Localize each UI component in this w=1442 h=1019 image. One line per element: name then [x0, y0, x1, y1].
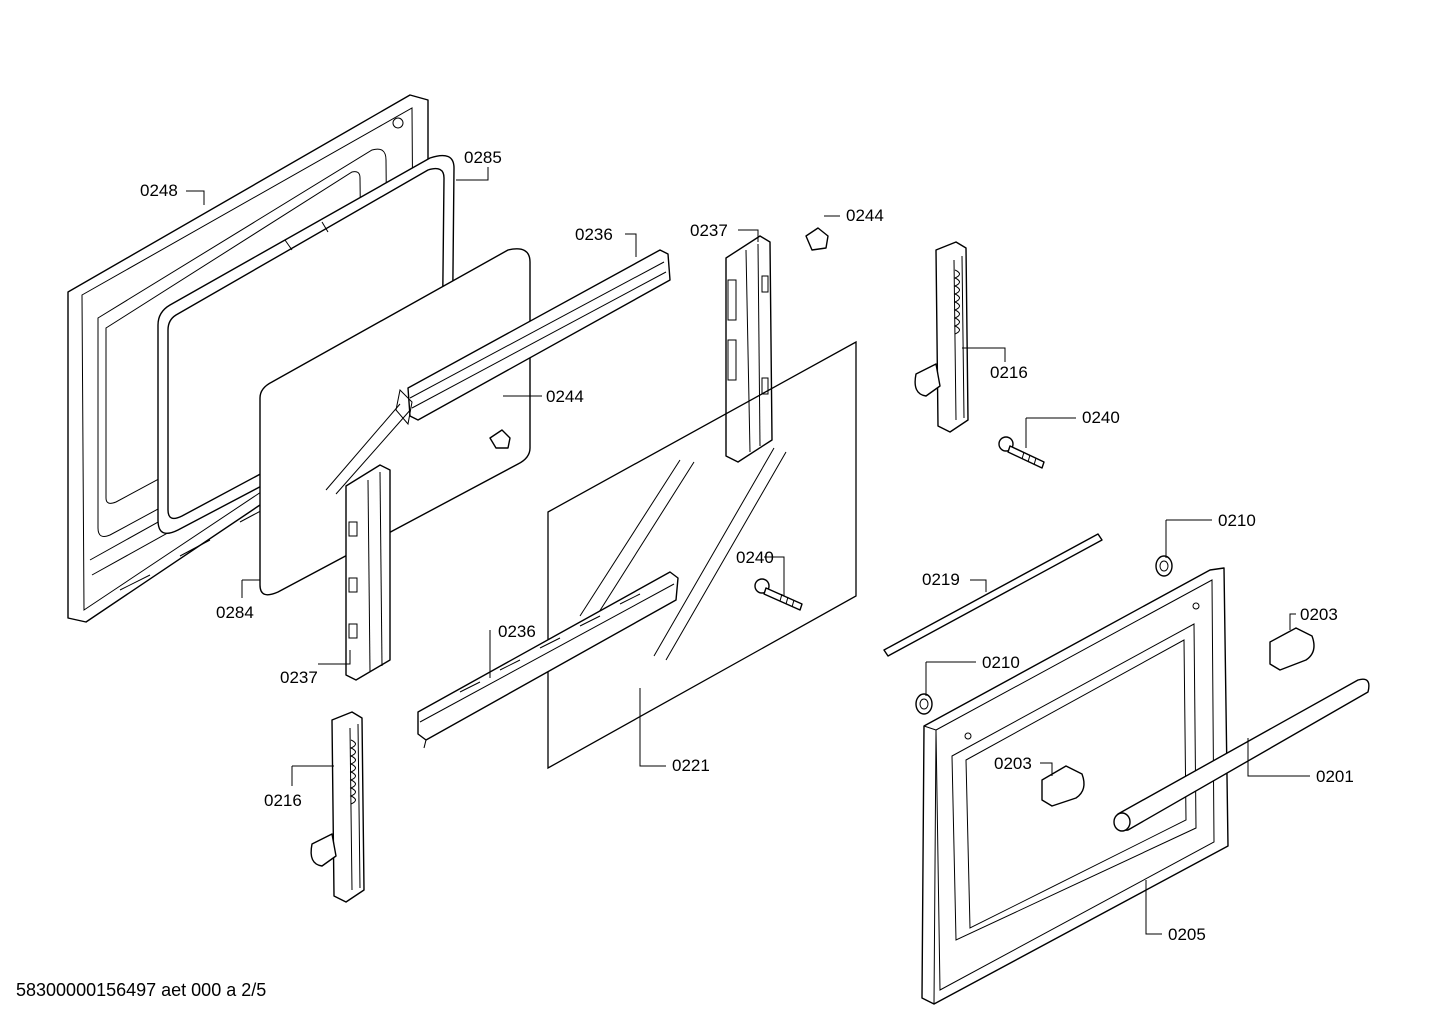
label-0219: 0219 — [922, 570, 960, 589]
label-0216-left: 0216 — [264, 791, 302, 810]
outer-glass-pane — [547, 340, 857, 770]
hinge-right — [914, 241, 969, 433]
screw-middle — [754, 578, 803, 611]
label-0284: 0284 — [216, 603, 254, 622]
side-bracket-top — [725, 235, 773, 463]
label-0210-top: 0210 — [1218, 511, 1256, 530]
label-0240-right: 0240 — [1082, 408, 1120, 427]
label-0203-left: 0203 — [994, 754, 1032, 773]
screw-right — [998, 436, 1045, 469]
label-0237-top: 0237 — [690, 221, 728, 240]
spacer-mid — [915, 693, 933, 715]
leader-lines — [186, 167, 1310, 935]
hinge-left — [310, 711, 365, 903]
label-0203-right: 0203 — [1300, 605, 1338, 624]
label-0244-mid: 0244 — [546, 387, 584, 406]
label-0216-right: 0216 — [990, 363, 1028, 382]
label-0240-mid: 0240 — [736, 548, 774, 567]
part-labels: 0248 0285 0236 0237 0244 0216 0244 0240 … — [140, 148, 1354, 944]
seal-strip — [883, 533, 1103, 657]
label-0285: 0285 — [464, 148, 502, 167]
label-0201: 0201 — [1316, 767, 1354, 786]
label-0236-bottom: 0236 — [498, 622, 536, 641]
clip-middle — [489, 429, 511, 449]
clip-top — [805, 227, 829, 251]
label-0237-bottom: 0237 — [280, 668, 318, 687]
label-0205: 0205 — [1168, 925, 1206, 944]
document-code: 58300000156497 aet 000 a 2/5 — [16, 980, 267, 1000]
spacer-top — [1155, 555, 1173, 577]
door-handle-bar — [1113, 678, 1370, 832]
label-0210-mid: 0210 — [982, 653, 1020, 672]
label-0221: 0221 — [672, 756, 710, 775]
middle-glass-pane — [259, 248, 531, 596]
label-0248: 0248 — [140, 181, 178, 200]
bottom-glass-rail — [417, 571, 679, 749]
handle-end-cap-right — [1269, 627, 1315, 671]
label-0236-top: 0236 — [575, 225, 613, 244]
top-glass-rail — [395, 249, 671, 426]
side-bracket-left — [345, 464, 391, 681]
label-0244-top: 0244 — [846, 206, 884, 225]
